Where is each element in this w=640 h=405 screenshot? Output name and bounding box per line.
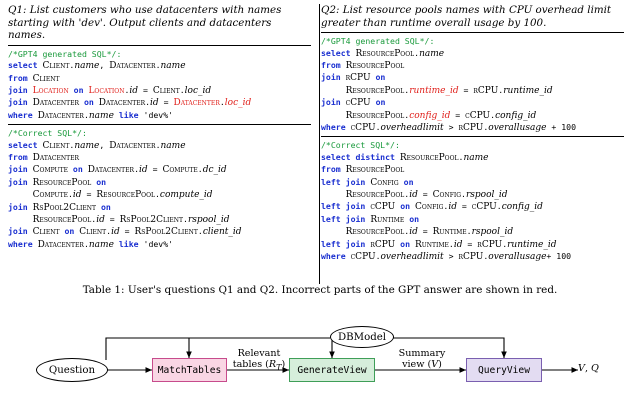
node-question[interactable]: Question xyxy=(36,358,108,382)
node-generate-view[interactable]: GenerateView xyxy=(289,358,375,382)
rule-right-2 xyxy=(321,136,624,138)
table-column-left: Q1: List customers who use datacenters w… xyxy=(8,4,311,264)
node-query-view-label: QueryView xyxy=(478,364,530,376)
rule-left-2 xyxy=(8,124,311,126)
q2-correct-sql: /*Correct SQL*/: select distinct Resourc… xyxy=(321,140,572,263)
q2-correct-comment: /*Correct SQL*/: xyxy=(321,140,400,151)
node-question-label: Question xyxy=(48,364,96,376)
q1-label: Q1: xyxy=(8,4,27,16)
node-query-view[interactable]: QueryView xyxy=(466,358,542,382)
q2-gpt-comment: /*GPT4 generated SQL*/: xyxy=(321,36,435,47)
q2-text: List resource pools names with CPU overh… xyxy=(321,4,612,29)
node-match-tables[interactable]: MatchTables xyxy=(152,358,227,382)
table-1: Q1: List customers who use datacenters w… xyxy=(8,4,632,284)
q2-label: Q2: xyxy=(321,4,340,16)
question-q1: Q1: List customers who use datacenters w… xyxy=(8,4,311,42)
table-vertical-rule xyxy=(319,4,320,284)
q1-gpt-comment: /*GPT4 generated SQL*/: xyxy=(8,48,122,59)
edge-label-output: V, Q xyxy=(578,363,599,374)
node-generate-view-label: GenerateView xyxy=(297,364,367,376)
node-dbmodel-label: DBModel xyxy=(337,331,387,343)
question-q2: Q2: List resource pools names with CPU o… xyxy=(321,4,624,29)
node-dbmodel[interactable]: DBModel xyxy=(330,326,394,348)
table-caption: Table 1: User's questions Q1 and Q2. Inc… xyxy=(82,284,558,296)
q1-text: List customers who use datacenters with … xyxy=(8,4,282,42)
rule-right-1 xyxy=(321,32,624,34)
pipeline-diagram: Question DBModel MatchTables GenerateVie… xyxy=(0,312,640,405)
q2-gpt-sql: /*GPT4 generated SQL*/: select ResourceP… xyxy=(321,36,576,134)
node-match-tables-label: MatchTables xyxy=(157,364,222,376)
rule-left-1 xyxy=(8,44,311,46)
q1-gpt-sql: /*GPT4 generated SQL*/: select Client.na… xyxy=(8,48,252,121)
diagram-arrows xyxy=(105,337,578,373)
table-column-right: Q2: List resource pools names with CPU o… xyxy=(321,4,624,264)
q1-correct-sql: /*Correct SQL*/: select Client.name, Dat… xyxy=(8,128,242,250)
q1-correct-comment: /*Correct SQL*/: xyxy=(8,128,87,139)
